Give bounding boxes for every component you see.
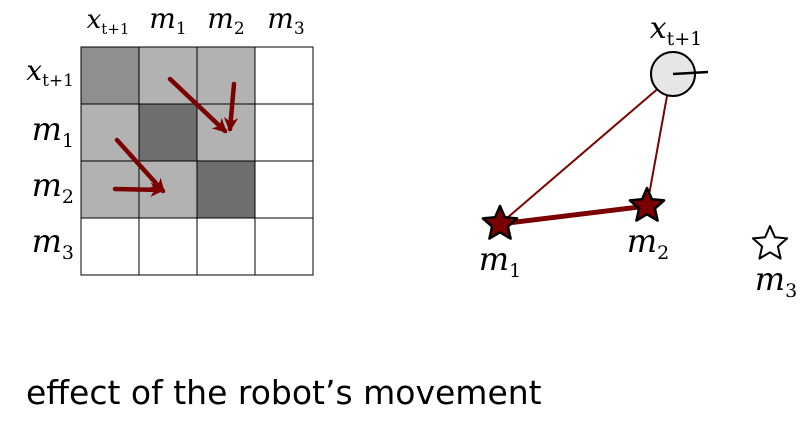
arrow-icon [112,182,165,197]
matrix-arrows [112,76,239,197]
robot-pose: xt+1 [650,11,709,97]
landmark-m1-label: m1 [479,240,521,282]
matrix-cell-1-1 [138,103,198,162]
matrix-cell-2-2 [196,160,256,219]
matrix-row-labels: xt+1 m1 m2 m3 [26,54,74,264]
matrix-cell-0-2 [196,46,256,105]
matrix-cell-0-3 [254,46,314,105]
robot-label: xt+1 [650,11,703,50]
matrix-cell-1-3 [254,103,314,162]
col-label-m2: m2 [207,2,244,39]
row-label-m3: m3 [32,222,74,264]
col-label-m3: m3 [267,2,304,39]
matrix-column-labels: xt+1 m1 m2 m3 [87,2,305,39]
edge-robot-m2 [646,95,668,207]
row-label-x-t1: xt+1 [26,54,74,91]
row-label-m1: m1 [32,110,74,152]
landmark-m3: m3 [751,225,797,302]
arrow-icon [114,137,166,194]
matrix-cell-3-3 [254,217,314,276]
edge-m1-m2 [499,203,648,227]
landmark-m2: m2 [627,186,669,264]
matrix-cell-3-1 [138,217,198,276]
star-icon [628,186,666,222]
matrix-cell-3-2 [196,217,256,276]
landmark-m3-label: m3 [755,260,797,302]
edge-robot-m1 [499,85,662,225]
arrow-icon [167,76,228,134]
matrix-cell-3-0 [80,217,140,276]
graph-edges [499,85,668,227]
matrix-cell-0-0 [80,46,140,105]
star-icon [481,204,519,240]
arrow-icon [223,81,239,132]
col-label-x-t1: xt+1 [87,5,130,38]
robot-heading-icon [672,70,709,76]
covariance-matrix-grid [80,46,314,276]
caption-text: effect of the robot’s movement [26,373,542,412]
landmark-m1: m1 [479,204,521,282]
row-label-m2: m2 [32,166,74,208]
star-outline-icon [751,225,789,260]
col-label-m1: m1 [149,2,186,39]
landmark-m2-label: m2 [627,222,669,264]
matrix-cell-2-3 [254,160,314,219]
